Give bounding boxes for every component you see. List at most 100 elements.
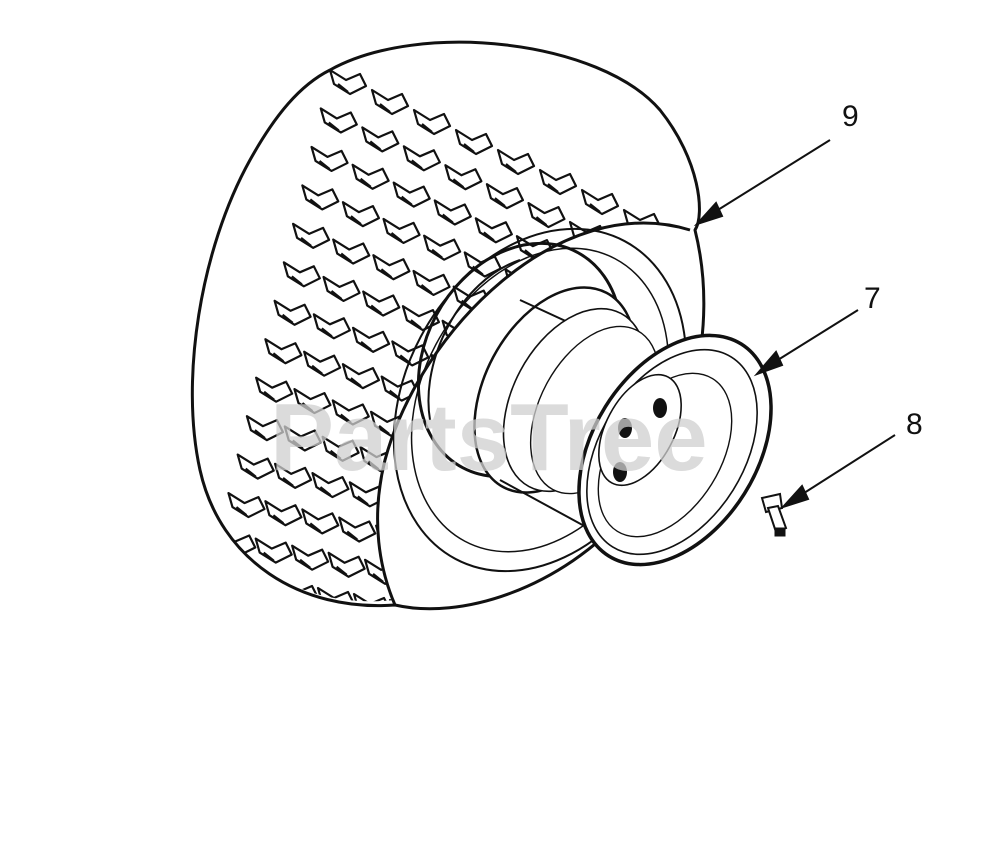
callout-7-leader [764,309,859,369]
tread-block [245,415,285,442]
tread-sipe [350,377,362,388]
tread-block [227,491,266,519]
tread-block [310,145,349,173]
tread-sipe [359,177,372,188]
tread-sipe [300,236,312,247]
tread-block [568,220,608,248]
tread-sipe [263,551,275,562]
tread-sipe [501,315,513,326]
tread-block [321,435,360,462]
tread-block [382,217,421,245]
rim [473,286,773,567]
tread-block [527,201,566,229]
tread-sipe [272,514,285,525]
tread-sipe [362,608,372,616]
tread-sipe [442,213,454,224]
tread-sipe [346,530,358,541]
tread-sipe [245,467,257,478]
tread-sipe [378,424,390,435]
tread-sipe [318,160,331,170]
tread-block [556,252,596,280]
rim-hole [618,418,632,438]
tread-sipe [421,123,433,133]
tread-sipe [369,140,381,151]
tread-block [423,499,462,526]
tread-block [332,238,371,265]
tread-sipe [519,501,531,512]
tread-sipe [449,333,462,344]
tread-block [338,516,377,543]
tread-block [291,222,331,249]
tread-sipe [311,364,323,375]
tread-block [327,551,366,578]
tread-block [412,108,452,136]
tread-block [264,338,303,365]
tread-sipe [452,178,465,189]
tread-block [301,184,340,211]
tread-sipe [420,284,433,294]
tread-block [351,163,390,190]
tread-sipe [282,476,294,487]
callout-7-arrowhead [753,350,784,377]
tread-sipe [398,614,408,622]
callout-8-leader [789,434,896,503]
tire-outline [190,40,706,611]
tread-sipe [431,248,443,259]
tread-sipe [357,495,369,506]
tread-sipe [379,103,391,113]
tread-sipe [411,159,423,170]
tread-sipe [350,215,362,226]
tread-sipe [253,589,265,599]
tread-block [391,340,430,367]
tread-block [361,126,400,153]
tread-sipe [299,558,311,569]
tread-block [328,68,368,96]
callout-9-leader [704,139,831,219]
tread-sipe [372,572,384,583]
rim-hole [653,398,667,418]
tread-block [462,612,498,636]
tread-sipe [370,304,382,315]
tread-sipe [360,340,372,351]
tread-sipe [383,538,395,549]
tread-block [273,462,313,489]
tread-sipe [394,504,406,515]
tread-block [301,508,340,535]
tread-sipe [673,243,685,253]
tread-sipe [325,601,337,602]
valve-stem [760,492,788,537]
tread-block [208,568,248,596]
tread-block [322,275,361,303]
tread-block [412,269,451,297]
tread-sipe [463,143,475,153]
tread-sipe [289,595,301,602]
tread-block [291,544,330,571]
tread-sipe [505,163,517,173]
tread-block [375,524,414,551]
tread-sipe [337,83,349,93]
tread-block [319,107,358,134]
tread-sipe [328,121,340,132]
tread-sipe [565,267,577,277]
tread-sipe [330,290,343,300]
tread-sipe [470,626,480,634]
tread-block [311,471,350,499]
tread-sipe [301,402,314,412]
tread-block [535,527,574,554]
tread-sipe [309,522,321,533]
tread-block [312,313,351,340]
tread-sipe [254,429,266,440]
tread-sipe [235,506,248,516]
callout-label-8: 8 [906,408,923,441]
tread-sipe [401,195,413,206]
callout-8-arrowhead [779,484,810,510]
tread-sipe [535,216,548,226]
tread-block [580,188,620,216]
tread-sipe [420,546,432,557]
tread-sipe [291,275,303,286]
tread-sipe [512,282,525,293]
tread-sipe [340,252,352,263]
callout-9-arrowhead [693,201,724,227]
tread-sipe [519,602,529,610]
